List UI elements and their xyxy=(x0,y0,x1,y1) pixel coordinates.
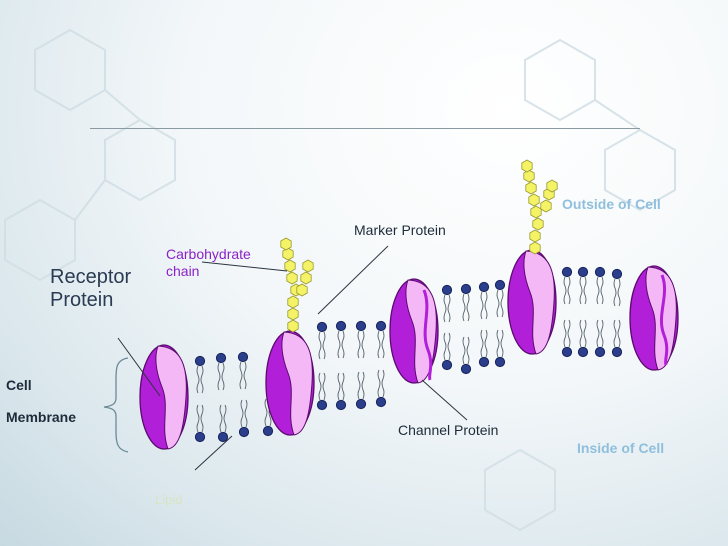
receptor-protein-shape xyxy=(139,344,189,450)
lipid-label: Lipid xyxy=(155,492,183,507)
inside-of-cell-label: Inside of Cell xyxy=(577,440,665,456)
title-divider-line xyxy=(90,128,640,129)
channel-protein-label: Channel Protein xyxy=(398,422,499,438)
cell-membrane-label: Cell Membrane xyxy=(6,377,77,425)
outside-of-cell-label: Outside of Cell xyxy=(562,196,661,212)
marker-protein-2-shape xyxy=(507,249,557,355)
receptor-protein-label: Receptor Protein xyxy=(50,266,132,311)
membrane-brace xyxy=(103,357,129,453)
carbohydrate-chain-2 xyxy=(521,159,558,255)
channel-protein-shape xyxy=(389,278,439,384)
marker-protein-label: Marker Protein xyxy=(354,222,446,238)
carbohydrate-chain-label: Carbohydrate chain xyxy=(166,246,251,279)
marker-protein-shape xyxy=(265,330,315,436)
end-protein-shape xyxy=(629,265,679,371)
leader-lines xyxy=(117,245,468,471)
carbohydrate-chain-1 xyxy=(280,237,314,333)
